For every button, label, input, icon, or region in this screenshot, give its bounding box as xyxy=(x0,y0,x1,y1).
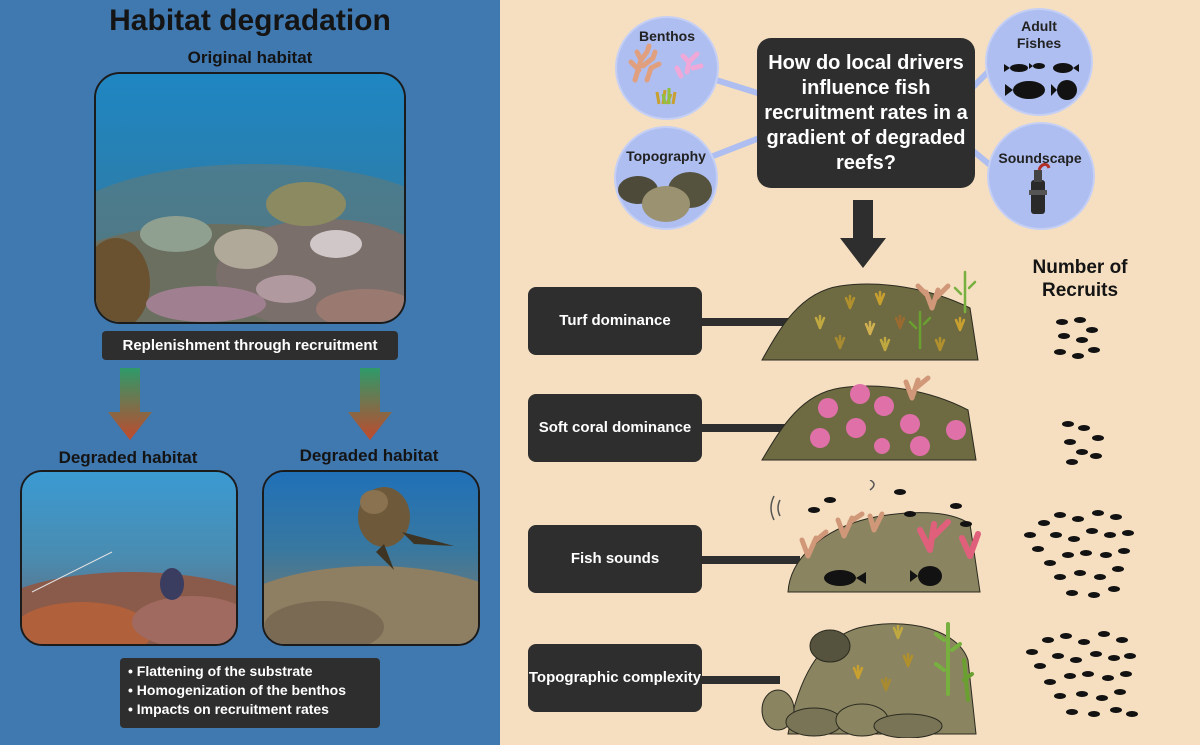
arrow-down-icon xyxy=(348,368,392,440)
soundscape-circle xyxy=(987,122,1095,230)
adult-fishes-label-line2: Fishes xyxy=(1016,35,1062,51)
degraded-habitat-photo-1 xyxy=(20,470,238,646)
impact-item-recruitment: • Impacts on recruitment rates xyxy=(128,701,329,717)
original-habitat-label: Original habitat xyxy=(187,48,313,67)
benthos-label: Benthos xyxy=(639,28,695,44)
topography-circle xyxy=(614,126,718,230)
recruits-turf xyxy=(1054,317,1100,359)
coral-icon xyxy=(810,384,966,456)
connector-soft-coral xyxy=(700,424,810,432)
degraded-habitat-label-left: Degraded habitat xyxy=(58,448,198,467)
recruits-title-line2: Recruits xyxy=(1041,280,1119,301)
driver-soft-coral-dominance: Soft coral dominance xyxy=(528,394,702,462)
driver-turf-dominance: Turf dominance xyxy=(528,287,702,355)
coral-icon xyxy=(799,511,885,559)
seaweed-icon xyxy=(852,622,974,702)
degraded-habitat-label-right: Degraded habitat xyxy=(299,446,439,465)
recruits-title-line1: Number of xyxy=(1032,257,1128,278)
research-question: How do local drivers influence fish recr… xyxy=(757,38,975,188)
benthos-circle xyxy=(615,16,719,120)
fish-icon xyxy=(1004,63,1079,100)
recruits-topography xyxy=(1026,631,1138,717)
coral-icon xyxy=(628,43,704,83)
degraded-habitat-photo-2 xyxy=(262,470,480,646)
topography-label: Topography xyxy=(626,148,706,164)
driver-topographic-complexity: Topographic complexity xyxy=(528,644,702,712)
connector-turf xyxy=(700,318,810,326)
impact-item-homogenization: • Homogenization of the benthos xyxy=(128,682,346,698)
replenishment-label: Replenishment through recruitment xyxy=(102,331,398,360)
adult-fishes-label: Adult Fishes xyxy=(987,18,1091,52)
adult-fishes-label-line1: Adult xyxy=(1021,18,1057,34)
sound-wave-icon xyxy=(770,480,875,521)
number-of-recruits-title: Number of Recruits xyxy=(1020,256,1140,302)
panel-title: Habitat degradation xyxy=(109,4,391,37)
impact-item-flattening: • Flattening of the substrate xyxy=(128,663,313,679)
fish-icon xyxy=(1024,510,1134,598)
arrow-down-icon xyxy=(840,200,886,268)
reef-soft-coral-dominance xyxy=(761,375,977,461)
degradation-impacts-box: • Flattening of the substrate • Homogeni… xyxy=(120,658,380,728)
rock-icon xyxy=(618,172,712,222)
driver-fish-sounds: Fish sounds xyxy=(528,525,702,593)
original-habitat-photo xyxy=(94,72,406,324)
impacts-list: • Flattening of the substrate • Homogeni… xyxy=(128,662,380,719)
seaweed-icon xyxy=(814,270,977,352)
hydrophone-icon xyxy=(1029,162,1051,214)
fish-icon xyxy=(808,489,972,586)
recruits-fish-sounds xyxy=(1024,510,1134,598)
adult-fishes-circle xyxy=(985,8,1093,116)
soundscape-label: Soundscape xyxy=(998,150,1082,166)
recruits-soft-coral xyxy=(1062,421,1104,465)
seaweed-icon xyxy=(655,88,677,105)
reef-fish-sounds xyxy=(770,480,981,593)
fish-icon xyxy=(1026,631,1138,717)
connector-topography xyxy=(700,676,780,684)
reef-turf-dominance xyxy=(761,270,979,361)
fish-icon xyxy=(1054,317,1100,359)
reef-topographic-complexity xyxy=(761,622,977,738)
connector-fish-sounds xyxy=(700,556,800,564)
coral-icon xyxy=(915,283,951,311)
fish-icon xyxy=(1062,421,1104,465)
arrow-down-icon xyxy=(108,368,152,440)
